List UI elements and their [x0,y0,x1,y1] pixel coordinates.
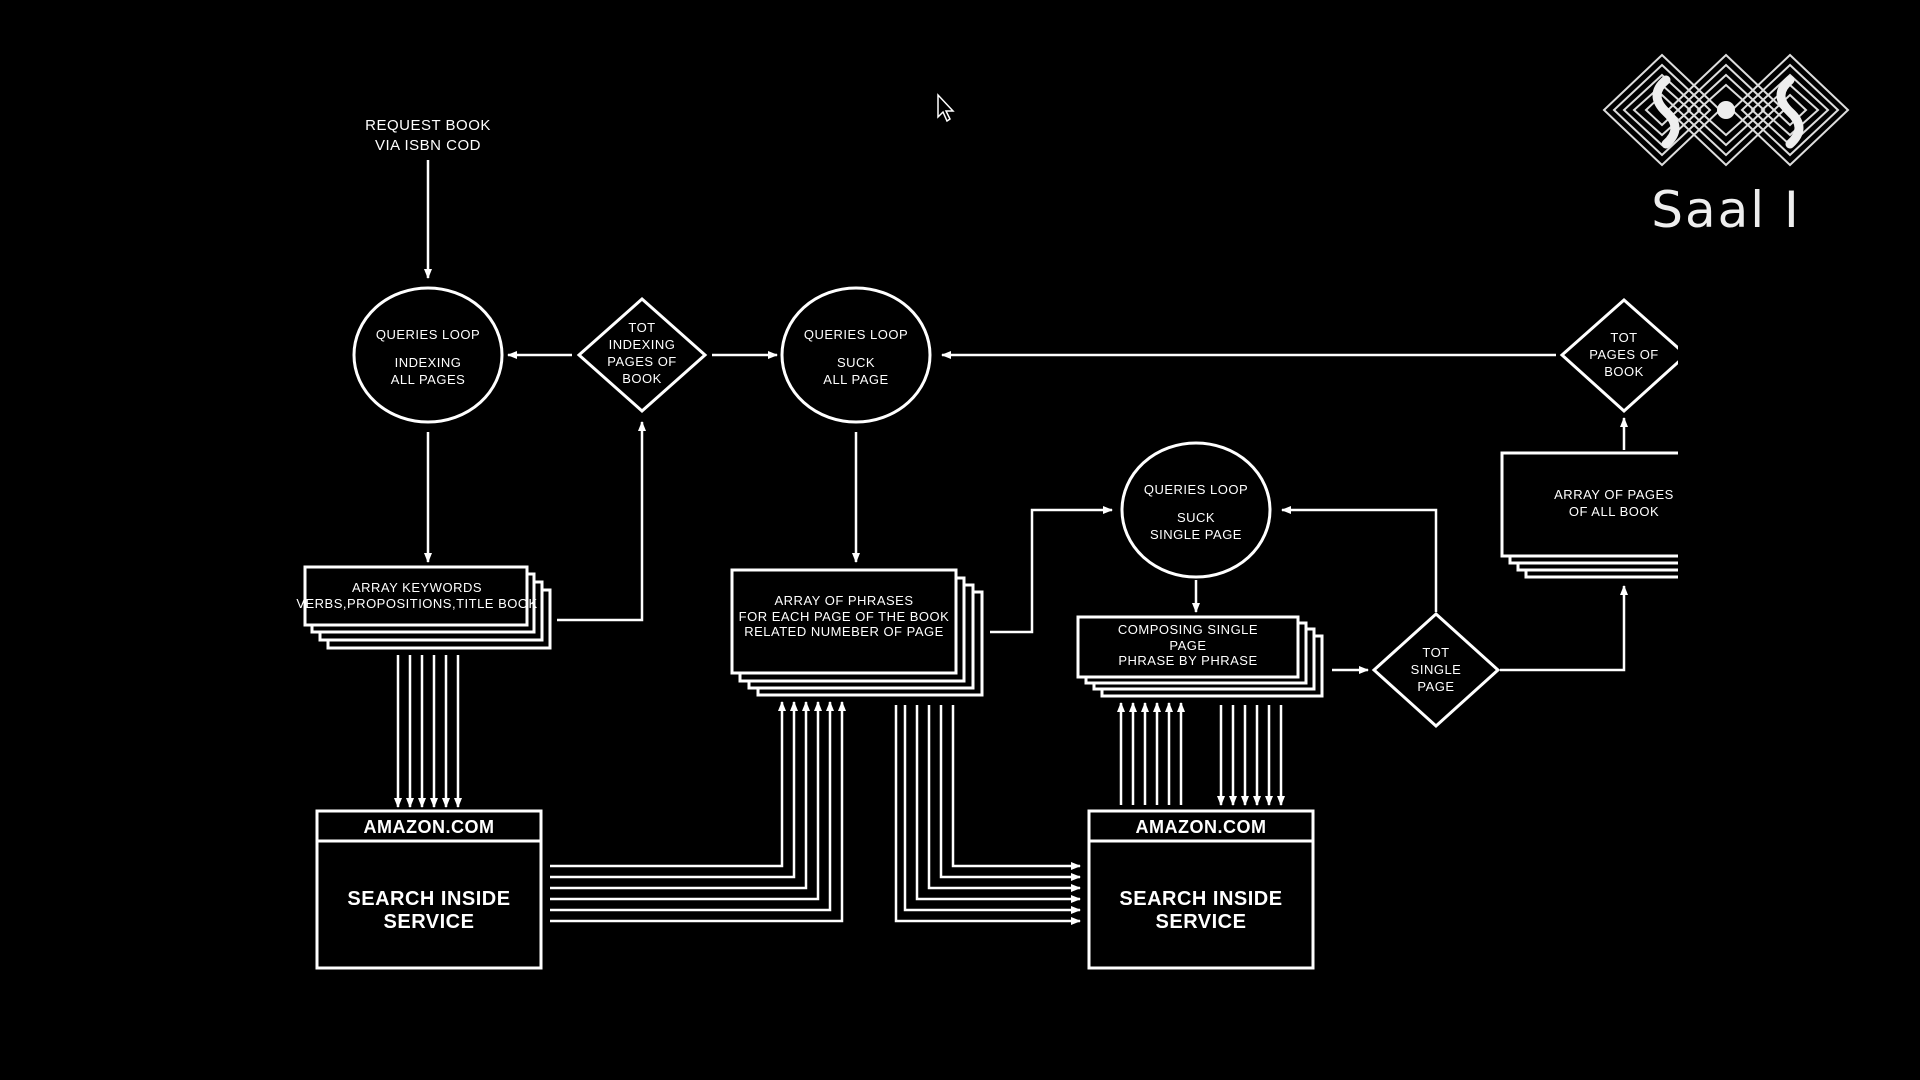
queries-loop-suck-single: QUERIES LOOP SUCK SINGLE PAGE [1120,441,1272,579]
svg-text:SEARCH INSIDE: SEARCH INSIDE [1119,888,1282,910]
svg-text:VERBS,PROPOSITIONS,TITLE BOOK: VERBS,PROPOSITIONS,TITLE BOOK [296,596,537,611]
request-book-label: REQUEST BOOK VIA ISBN COD [365,117,491,154]
svg-text:PAGE: PAGE [1169,638,1206,653]
svg-text:PAGES OF: PAGES OF [607,354,677,369]
svg-text:AMAZON.COM: AMAZON.COM [1136,817,1267,837]
svg-text:SINGLE PAGE: SINGLE PAGE [1150,527,1242,542]
svg-text:QUERIES LOOP: QUERIES LOOP [804,327,908,342]
svg-text:ARRAY OF PHRASES: ARRAY OF PHRASES [775,593,914,608]
svg-text:AMAZON.COM: AMAZON.COM [364,817,495,837]
tot-single-page-diamond: TOT SINGLE PAGE [1371,611,1501,729]
svg-text:BOOK: BOOK [1604,364,1644,379]
svg-text:Saal I: Saal I [1651,181,1801,239]
connectors [394,160,1628,925]
svg-text:VIA ISBN COD: VIA ISBN COD [375,137,481,154]
mouse-cursor-icon [937,93,955,123]
svg-text:BOOK: BOOK [622,371,662,386]
svg-text:SERVICE: SERVICE [1156,911,1247,933]
svg-text:SINGLE: SINGLE [1411,662,1462,677]
logo-center-icon [1717,101,1735,119]
queries-loop-suck-all: QUERIES LOOP SUCK ALL PAGE [780,286,932,424]
svg-text:RELATED NUMEBER OF PAGE: RELATED NUMEBER OF PAGE [744,624,944,639]
array-pages-stack: ARRAY OF PAGES OF ALL BOOK [1500,451,1678,579]
svg-text:PAGES OF: PAGES OF [1589,347,1659,362]
tot-indexing-pages-diamond: TOT INDEXING PAGES OF BOOK [576,296,708,414]
svg-text:PHRASE BY PHRASE: PHRASE BY PHRASE [1118,653,1257,668]
svg-text:TOT: TOT [628,320,655,335]
svg-text:SEARCH INSIDE: SEARCH INSIDE [347,888,510,910]
queries-loop-indexing: QUERIES LOOP INDEXING ALL PAGES [352,286,504,424]
svg-text:INDEXING: INDEXING [609,337,676,352]
svg-text:COMPOSING SINGLE: COMPOSING SINGLE [1118,622,1258,637]
logo-emblem-icon [1602,53,1850,167]
svg-text:QUERIES LOOP: QUERIES LOOP [376,327,480,342]
amazon-search-inside-1: AMAZON.COM SEARCH INSIDE SERVICE [315,809,543,970]
brand-logo: Saal I [1602,53,1850,239]
svg-text:PAGE: PAGE [1417,679,1454,694]
svg-text:OF ALL BOOK: OF ALL BOOK [1569,504,1659,519]
svg-text:SUCK: SUCK [1177,510,1215,525]
array-phrases-stack: ARRAY OF PHRASES FOR EACH PAGE OF THE BO… [730,568,984,697]
svg-text:TOT: TOT [1422,645,1449,660]
composing-single-page-stack: COMPOSING SINGLE PAGE PHRASE BY PHRASE [1076,615,1324,698]
svg-text:ALL PAGE: ALL PAGE [823,372,888,387]
svg-text:INDEXING: INDEXING [395,355,462,370]
svg-text:SERVICE: SERVICE [384,911,475,933]
array-keywords-stack: ARRAY KEYWORDS VERBS,PROPOSITIONS,TITLE … [296,565,552,650]
svg-text:TOT: TOT [1610,330,1637,345]
svg-text:FOR EACH PAGE OF THE BOOK: FOR EACH PAGE OF THE BOOK [739,609,950,624]
svg-text:ARRAY OF PAGES: ARRAY OF PAGES [1554,487,1674,502]
svg-text:ALL PAGES: ALL PAGES [391,372,466,387]
tot-pages-of-book-diamond: TOT PAGES OF BOOK [1559,297,1678,414]
svg-text:QUERIES LOOP: QUERIES LOOP [1144,482,1248,497]
amazon-search-inside-2: AMAZON.COM SEARCH INSIDE SERVICE [1087,809,1315,970]
svg-text:REQUEST BOOK: REQUEST BOOK [365,117,491,134]
svg-text:ARRAY KEYWORDS: ARRAY KEYWORDS [352,580,482,595]
svg-text:SUCK: SUCK [837,355,875,370]
logo-wave-icon [1652,75,1804,149]
